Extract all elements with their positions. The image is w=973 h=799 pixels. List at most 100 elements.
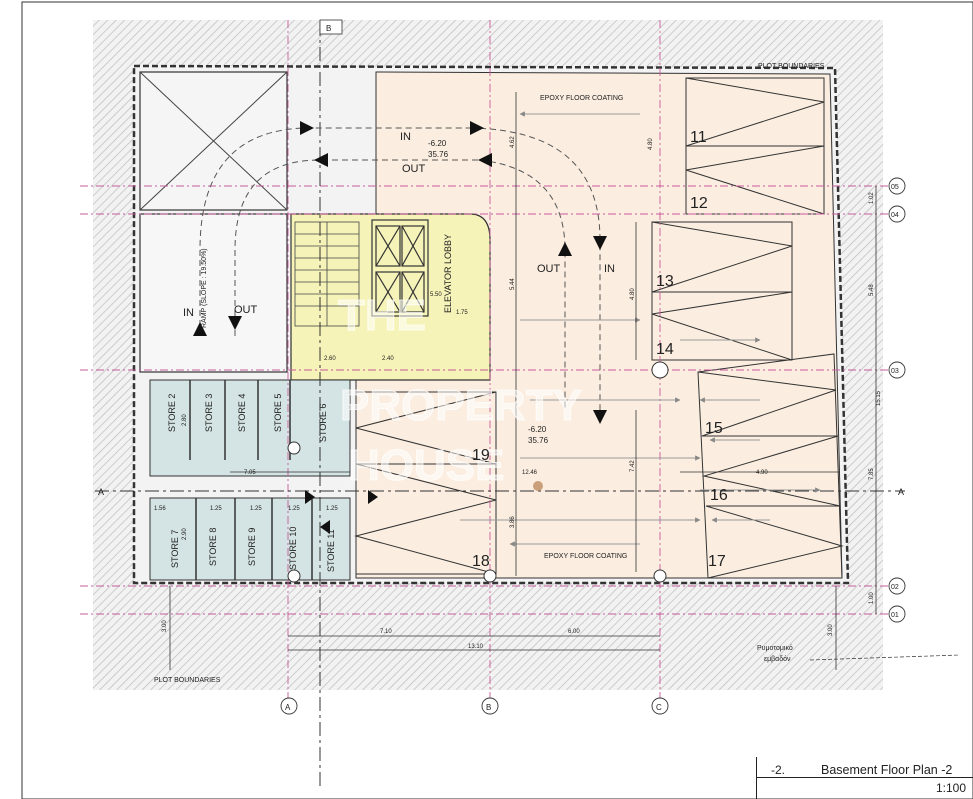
title-level: -2. (771, 763, 786, 777)
grid-row-03: 03 (891, 368, 899, 375)
epoxy-label-bottom: EPOXY FLOOR COATING (544, 553, 627, 560)
title-block: -2. Basement Floor Plan -2 1:100 (756, 757, 973, 799)
store-7-label: STORE 7 (170, 530, 180, 568)
watermark-line-1: THE (338, 291, 426, 340)
dim-7-10: 7.10 (380, 629, 392, 635)
store-4-label: STORE 4 (237, 394, 247, 432)
dim-5-50: 5.50 (430, 292, 442, 298)
dim-4-80-a: 4.80 (648, 138, 654, 150)
dim-2-90: 2.90 (182, 528, 188, 540)
section-b-label: B (326, 24, 331, 33)
dim-4-80-b: 4.80 (630, 288, 636, 300)
parking-13: 13 (656, 273, 674, 290)
dim-3-00-right: 3.00 (828, 624, 834, 636)
dim-3-86: 3.86 (510, 516, 516, 528)
stores-upper-area (149, 379, 351, 477)
dim-1-25-d: 1.25 (326, 506, 338, 512)
plot-boundaries-top: PLOT BOUNDARIES (758, 63, 825, 70)
elevator-shafts (371, 219, 429, 317)
dim-5-44: 5.44 (510, 278, 516, 290)
out-label-2: OUT (537, 263, 561, 275)
watermark-line-3: HOUSE (348, 441, 504, 490)
note-leader (809, 654, 961, 661)
dim-7-85: 7.85 (869, 468, 875, 480)
columns (287, 361, 669, 583)
dim-1-56: 1.56 (154, 506, 166, 512)
grid-row-02: 02 (891, 584, 899, 591)
dim-7-42: 7.42 (630, 460, 636, 472)
parking-15: 15 (705, 420, 723, 437)
dim-6-00: 6.00 (568, 629, 580, 635)
drain-point (533, 481, 543, 491)
dim-2-60: 2.60 (324, 356, 336, 362)
title-name: Basement Floor Plan -2 (821, 763, 953, 777)
dim-4-90: 4.90 (756, 470, 768, 476)
parking-16: 16 (710, 487, 728, 504)
dim-1-00: 1.00 (869, 592, 875, 604)
dim-5-48: 5.48 (869, 284, 875, 296)
dim-1-25-c: 1.25 (288, 506, 300, 512)
grid-axis-c: C (656, 703, 662, 712)
dim-15-15: 15.15 (876, 390, 882, 406)
dim-2-40: 2.40 (382, 356, 394, 362)
ramp-lower (139, 213, 288, 373)
ramp-label: RAMP (SLOPE : 19.50%) (201, 248, 208, 328)
dim-7-05: 7.05 (244, 470, 256, 476)
dim-1-75: 1.75 (456, 310, 468, 316)
in-label-1: IN (400, 131, 411, 143)
grid-bubbles (280, 177, 906, 715)
out-label-3: OUT (234, 304, 258, 316)
dim-3-00-left: 3.00 (162, 620, 168, 632)
stores-lower-area (149, 497, 351, 581)
store-3-label: STORE 3 (204, 394, 214, 432)
parking-17: 17 (708, 553, 726, 570)
in-label-3: IN (183, 307, 194, 319)
grid-row-05: 05 (891, 184, 899, 191)
parking-11: 11 (690, 129, 707, 146)
title-row (757, 757, 973, 778)
store-5-label: STORE 5 (273, 394, 283, 432)
dim-1-25-b: 1.25 (250, 506, 262, 512)
store-8-label: STORE 8 (208, 528, 218, 566)
circulation-paths (199, 127, 601, 410)
section-b-tag (319, 19, 343, 35)
ramp-diag-2 (139, 71, 288, 211)
elevator-lobby-label: ELEVATOR LOBBY (443, 234, 453, 313)
level-value-2b: 35.76 (528, 436, 549, 445)
section-a-right: A (898, 487, 904, 497)
parking-14: 14 (656, 341, 674, 358)
parking-19: 19 (472, 447, 490, 464)
level-value-1b: 35.76 (428, 150, 449, 159)
sheet-frame (21, 1, 973, 799)
dim-1-02: 1.02 (869, 192, 875, 204)
out-label-1: OUT (402, 163, 426, 175)
dim-4-62: 4.62 (510, 136, 516, 148)
greek-note-1: Ρυμοτομικό (757, 644, 793, 652)
store-10-label: STORE 10 (288, 527, 298, 570)
dim-1-25-a: 1.25 (210, 506, 222, 512)
level-value-1: -6.20 (428, 139, 447, 148)
grid-lines (80, 20, 888, 700)
dim-2-80: 2.80 (182, 414, 188, 426)
store-9-label: STORE 9 (247, 528, 257, 566)
grid-axis-a: A (285, 703, 291, 712)
plot-boundaries-bottom: PLOT BOUNDARIES (154, 677, 221, 684)
dimension-lines (169, 92, 877, 670)
grid-row-04: 04 (891, 212, 899, 219)
store-6-label: STORE 6 (318, 404, 328, 442)
grid-row-01: 01 (891, 612, 899, 619)
watermark: THE PROPERTY HOUSE (338, 291, 583, 491)
section-lines (95, 22, 905, 790)
store-11-label: STORE 11 (326, 529, 336, 572)
section-a-left: A (98, 487, 104, 497)
direction-triangles (193, 121, 607, 534)
store-2-label: STORE 2 (167, 394, 177, 432)
stair (294, 221, 360, 327)
traffic-arrows (460, 111, 821, 547)
level-value-2: -6.20 (528, 425, 547, 434)
watermark-line-2: PROPERTY (340, 381, 582, 430)
in-label-2: IN (604, 263, 615, 275)
epoxy-label-top: EPOXY FLOOR COATING (540, 95, 623, 102)
dim-13-10: 13.10 (468, 644, 484, 650)
